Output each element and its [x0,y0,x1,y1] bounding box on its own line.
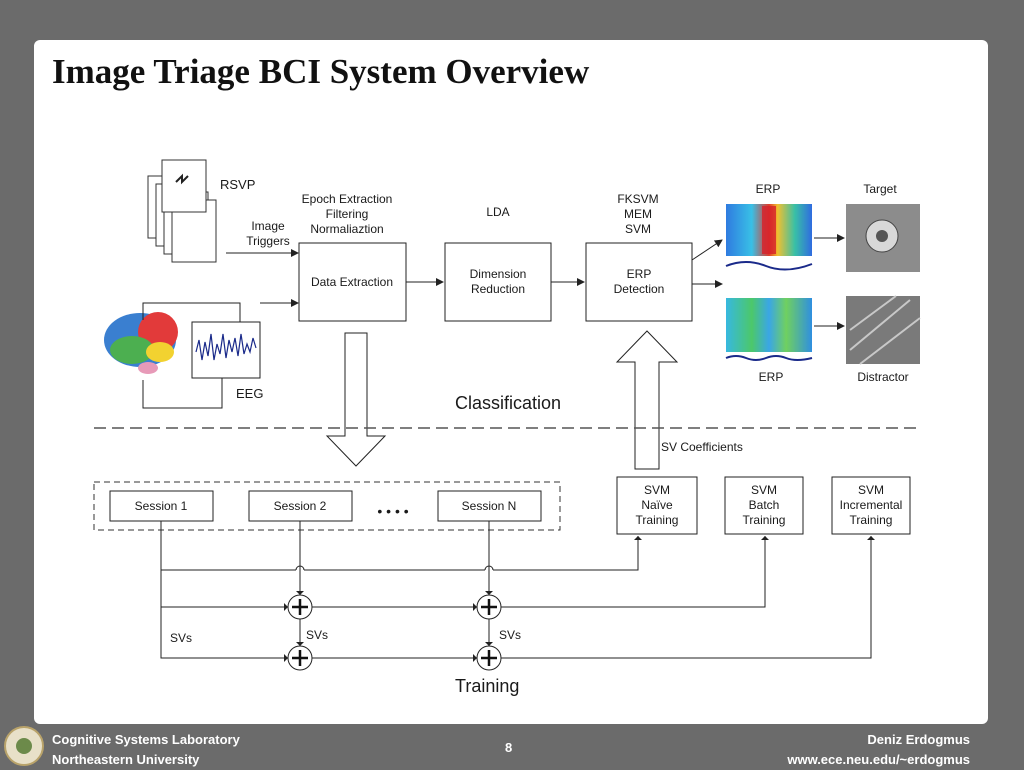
up-hollow-arrow [615,330,679,470]
dimension-reduction-box [444,242,552,322]
session-n-box [437,490,542,522]
svm-batch-text-2: Batch [749,498,780,512]
svm-batch-text-1: SVM [751,483,777,497]
svm-naive-text-2: Naïve [641,498,673,512]
eeg-waveform [195,333,257,361]
university-seal-logo [4,726,44,766]
data-extraction-box [298,242,407,322]
svm-incremental-text-1: SVM [858,483,884,497]
session-2-text: Session 2 [274,499,327,513]
erp-detection-box [585,242,693,322]
svs-label-left: SVs [170,631,192,645]
down-hollow-arrow [325,332,387,467]
erp-label-bottom: ERP [759,370,784,384]
system-diagram: RSVP Image Triggers EEG Epoch Extraction… [93,159,921,696]
lab-name: Cognitive Systems Laboratory [52,732,240,747]
svm-incremental-text-2: Incremental [840,498,903,512]
slide-title: Image Triage BCI System Overview [52,52,590,91]
rsvp-label: RSVP [220,177,255,192]
normalization-label: Normaliaztion [310,222,383,236]
brain-icon [104,312,178,374]
session-n-text: Session N [462,499,517,513]
classification-label: Classification [455,393,561,413]
ellipsis-dots: • • • • [377,503,408,519]
svm-batch-training-box [724,476,804,535]
svm-incremental-training-box [831,476,911,535]
svm-incremental-text-3: Training [850,513,893,527]
erp-label-top: ERP [756,182,781,196]
data-extraction-text: Data Extraction [311,275,393,289]
sessions-group [93,481,561,531]
training-label: Training [455,676,519,696]
svs-label-right: SVs [499,628,521,642]
sum-node-2 [476,594,502,620]
svm-naive-text-3: Training [636,513,679,527]
sum-node-1 [287,594,313,620]
erp-detection-text-1: ERP [627,267,652,281]
university-name: Northeastern University [52,752,200,767]
eeg-label: EEG [236,386,263,401]
footer: Cognitive Systems Laboratory Northeaster… [0,724,1024,768]
epoch-extraction-label: Epoch Extraction [302,192,393,206]
image-triggers-label-1: Image [251,219,285,233]
dimension-text: Dimension [470,267,527,281]
distractor-image [846,296,920,364]
target-label: Target [863,182,897,196]
mem-label: MEM [624,207,652,221]
svm-batch-text-3: Training [743,513,786,527]
slide-canvas [34,40,988,724]
distractor-erp-image [726,298,812,352]
distractor-label: Distractor [857,370,908,384]
session-1-box [109,490,214,522]
svm-naive-training-box [616,476,698,535]
page-number: 8 [505,740,513,755]
author-name: Deniz Erdogmus [867,732,970,747]
fksvm-label: FKSVM [617,192,658,206]
session-1-text: Session 1 [135,499,188,513]
sum-node-3 [287,645,313,671]
erp-detection-text-2: Detection [614,282,665,296]
filtering-label: Filtering [326,207,369,221]
reduction-text: Reduction [471,282,525,296]
image-triggers-label-2: Triggers [246,234,290,248]
author-url: www.ece.neu.edu/~erdogmus [787,752,970,767]
rsvp-image-stack [147,159,217,263]
sv-coefficients-label: SV Coefficients [661,440,743,454]
training-connectors [160,521,872,659]
sum-node-4 [476,645,502,671]
svs-label-mid: SVs [306,628,328,642]
lda-label: LDA [486,205,509,219]
svm-naive-text-1: SVM [644,483,670,497]
svm-label: SVM [625,222,651,236]
session-2-box [248,490,353,522]
